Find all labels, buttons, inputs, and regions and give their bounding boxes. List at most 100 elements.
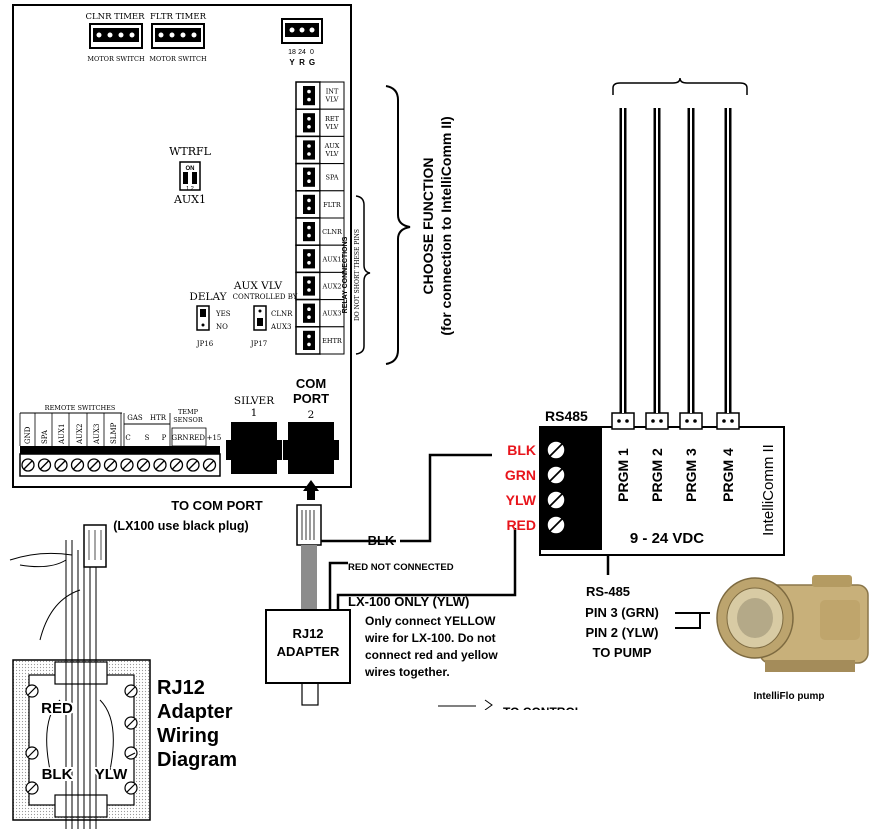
program-wires	[612, 77, 748, 413]
rs485-pump-line4: TO PUMP	[593, 645, 652, 660]
aux-vlv-clnr: CLNR	[271, 310, 293, 318]
wtrfl-dip-switch	[179, 161, 201, 191]
intellicomm-terminal-label: GRN	[505, 467, 536, 483]
relay-pin: EHTR	[295, 326, 345, 355]
program-plug	[679, 412, 703, 430]
program-label: PRGM 1	[615, 448, 631, 502]
intellicomm-terminal-label: RED	[506, 517, 536, 533]
remote-switch-label: AUX2	[76, 424, 84, 445]
controller-board: CLNR TIMER FLTR TIMER MOTOR SWITCH MOTOR…	[12, 4, 361, 488]
relay-pin-label: AUX2	[322, 283, 342, 291]
temp-sensor-pin: +15	[207, 434, 222, 442]
relay-pin-label: FLTR	[323, 201, 342, 209]
cleaner-timer-label: CLNR TIMER	[85, 12, 145, 22]
jp17-label: JP17	[250, 340, 267, 348]
wtrfl-nums: 1 2	[186, 186, 194, 192]
htr-label: HTR	[150, 414, 167, 422]
adapter-line1: RJ12	[292, 626, 323, 641]
silver-port-num: 1	[251, 407, 258, 419]
diagram-red-label: RED	[41, 700, 73, 717]
com-port[interactable]	[283, 422, 339, 474]
wtrfl-label: WTRFL	[169, 145, 212, 158]
relay-pin-label: CLNR	[322, 228, 343, 236]
wtrfl-aux1-label: AUX1	[173, 193, 206, 206]
wtrfl-on-label: ON	[186, 166, 195, 172]
relay-pin-label: AUX3	[322, 310, 342, 318]
voltage-color: R	[299, 58, 305, 67]
lx100-only-label: LX-100 ONLY (YLW)	[348, 594, 469, 609]
relay-pin: FLTR	[295, 190, 345, 219]
voltage-value: 18	[288, 49, 296, 56]
temp-sensor-pin: RED	[189, 434, 205, 442]
delay-title: DELAY	[189, 291, 227, 303]
rj12-adapter	[265, 609, 351, 684]
program-label: PRGM 2	[649, 448, 665, 502]
relay-connections-label: RELAY CONNECTIONS	[342, 236, 349, 313]
voltage-color: G	[309, 58, 315, 67]
gas-htr-pin: C	[125, 434, 130, 442]
voltage-terminal	[281, 18, 323, 44]
to-com-port-label: TO COM PORT	[171, 498, 263, 513]
red-not-connected-label: RED NOT CONNECTED	[348, 562, 454, 573]
adapter-line2: ADAPTER	[277, 644, 340, 659]
remote-switch-label: SLMP	[110, 422, 118, 444]
gas-htr-pin: S	[145, 434, 150, 442]
rs485-pump-line1: RS-485	[586, 584, 630, 599]
adapter-wires	[321, 453, 517, 610]
aux-vlv-jumper	[253, 305, 267, 331]
to-control-fragment: TO CONTROL	[430, 699, 650, 725]
pump-caption: IntelliFlo pump	[753, 691, 824, 702]
filter-timer-label: FLTR TIMER	[150, 12, 207, 22]
choose-function-title: CHOOSE FUNCTION	[420, 158, 436, 295]
temp-sensor-pin: GRN	[172, 434, 189, 442]
remote-switch-label: SPA	[41, 429, 49, 444]
program-plug	[645, 412, 669, 430]
intelliflo-pump-image	[716, 575, 869, 672]
delay-yes: YES	[215, 310, 231, 318]
jp16-label: JP16	[196, 340, 214, 348]
aux-vlv-title: AUX VLV	[233, 280, 283, 292]
silver-port-label: SILVER	[234, 395, 275, 407]
gas-label: GAS	[127, 414, 143, 422]
cleaner-motor-switch-label: MOTOR SWITCH	[87, 55, 145, 63]
rs485-label: RS485	[545, 408, 588, 424]
program-label: PRGM 3	[683, 448, 699, 502]
delay-jumper	[196, 305, 210, 331]
relay-pin: AUX1	[295, 244, 345, 274]
relay-warning-label: DO NOT SHORT THESE PINS	[354, 229, 361, 321]
remote-switch-label: AUX3	[93, 424, 101, 445]
remote-switch-label: AUX1	[58, 424, 66, 445]
voltage-value: 0	[310, 49, 314, 56]
relay-pin: SPA	[295, 162, 345, 192]
relay-pin-label: EHTR	[322, 337, 343, 345]
rs485-pump-line2: PIN 3 (GRN)	[585, 605, 659, 620]
lx100-black-plug-note: (LX100 use black plug)	[113, 519, 248, 533]
blk-wire-label: BLK	[368, 533, 395, 548]
remote-switches-title: REMOTE SWITCHES	[45, 404, 116, 412]
relay-connections-bracket	[355, 195, 371, 355]
relay-pin: CLNR	[295, 217, 345, 246]
intellicomm-box	[539, 412, 785, 556]
com-port-arrow	[303, 480, 319, 500]
cleaner-timer-connector	[89, 23, 143, 49]
silver-port[interactable]	[226, 422, 282, 474]
filter-motor-switch-label: MOTOR SWITCH	[149, 55, 207, 63]
choose-function-bracket	[385, 85, 411, 365]
voltage-value: 24	[298, 49, 306, 56]
remote-switch-label: GND	[24, 426, 32, 444]
rj12-wiring-diagram	[9, 524, 151, 829]
relay-pin: AUX2	[295, 271, 345, 301]
filter-timer-connector	[151, 23, 205, 49]
intellicomm-brand: IntelliComm II	[760, 444, 777, 536]
diagram-blk-label: BLK	[42, 766, 73, 783]
